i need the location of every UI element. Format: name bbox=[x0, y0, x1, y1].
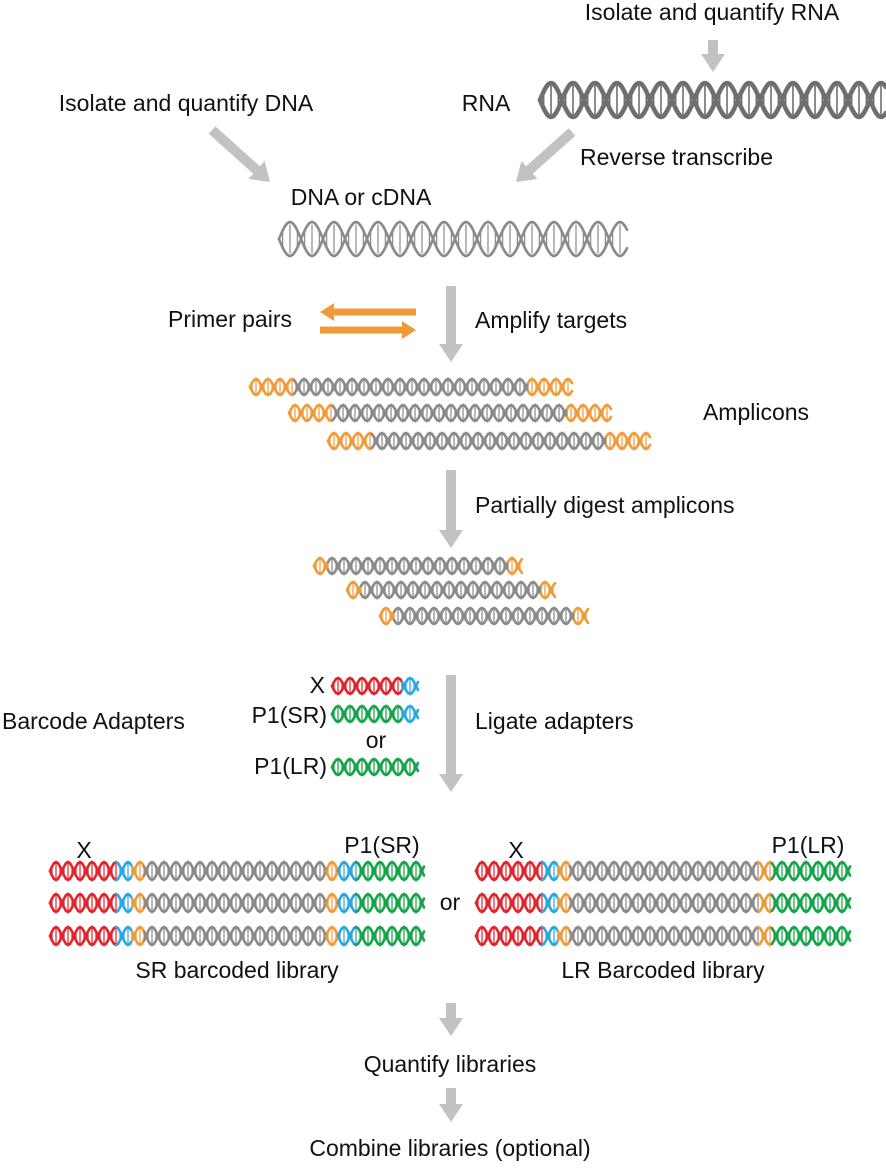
sr-library-label: SR barcoded library bbox=[135, 957, 339, 983]
amplicon-1 bbox=[250, 379, 572, 395]
amplicon-3 bbox=[328, 433, 650, 449]
rna-label: RNA bbox=[462, 90, 511, 116]
barcode-adapters-label: Barcode Adapters bbox=[2, 708, 185, 734]
amplicon-2 bbox=[289, 405, 611, 421]
lr-library-row-1 bbox=[476, 862, 850, 880]
combine-libraries-label: Combine libraries (optional) bbox=[309, 1135, 590, 1161]
quantify-libraries-label: Quantify libraries bbox=[364, 1051, 537, 1077]
arrow-digest bbox=[439, 470, 463, 548]
adapter-x-label: X bbox=[310, 672, 325, 698]
sr-library-row-2 bbox=[50, 894, 424, 912]
partially-digest-label: Partially digest amplicons bbox=[475, 492, 735, 518]
arrow-rna-to-cdna bbox=[516, 128, 575, 182]
sr-library-row-3 bbox=[50, 927, 424, 945]
adapter-or-label: or bbox=[366, 727, 387, 753]
amplify-targets-label: Amplify targets bbox=[475, 307, 627, 333]
adapter-p1-sr bbox=[332, 706, 418, 722]
digested-amplicon-2 bbox=[347, 582, 555, 598]
lr-library-row-3 bbox=[476, 927, 850, 945]
ligate-adapters-label: Ligate adapters bbox=[475, 708, 634, 734]
digested-amplicon-3 bbox=[380, 608, 588, 624]
arrow-dna-to-dna bbox=[209, 126, 270, 182]
adapter-p1-lr-label: P1(LR) bbox=[254, 753, 327, 779]
adapter-x bbox=[332, 678, 418, 694]
lib-p1-lr-label: P1(LR) bbox=[772, 832, 845, 858]
arrow-amplify bbox=[439, 286, 463, 362]
isolate-rna-label: Isolate and quantify RNA bbox=[585, 0, 840, 25]
arrow-to-quantify bbox=[439, 1003, 463, 1036]
arrow-to-combine bbox=[439, 1088, 463, 1122]
adapter-p1-lr bbox=[332, 759, 418, 775]
sr-library-row-1 bbox=[50, 862, 424, 880]
lr-library-label: LR Barcoded library bbox=[561, 957, 765, 983]
lib-x-sr-label: X bbox=[76, 837, 91, 863]
rna-strand bbox=[540, 83, 886, 117]
digested-amplicon-1 bbox=[314, 558, 522, 574]
reverse-transcribe-label: Reverse transcribe bbox=[580, 144, 773, 170]
lib-x-lr-label: X bbox=[508, 837, 523, 863]
lib-or-label: or bbox=[440, 889, 461, 915]
primer-forward-arrow bbox=[320, 321, 416, 339]
isolate-dna-label: Isolate and quantify DNA bbox=[59, 90, 314, 116]
dna-helix bbox=[279, 222, 627, 256]
primer-pairs-label: Primer pairs bbox=[168, 306, 292, 332]
dna-or-cdna-label: DNA or cDNA bbox=[291, 184, 432, 210]
arrow-isolate-rna bbox=[701, 40, 725, 72]
adapter-p1-sr-label: P1(SR) bbox=[252, 702, 327, 728]
lib-p1-sr-label: P1(SR) bbox=[344, 832, 419, 858]
lr-library-row-2 bbox=[476, 894, 850, 912]
primer-reverse-arrow bbox=[320, 303, 416, 321]
amplicons-label: Amplicons bbox=[703, 399, 809, 425]
arrow-ligate bbox=[439, 675, 463, 792]
